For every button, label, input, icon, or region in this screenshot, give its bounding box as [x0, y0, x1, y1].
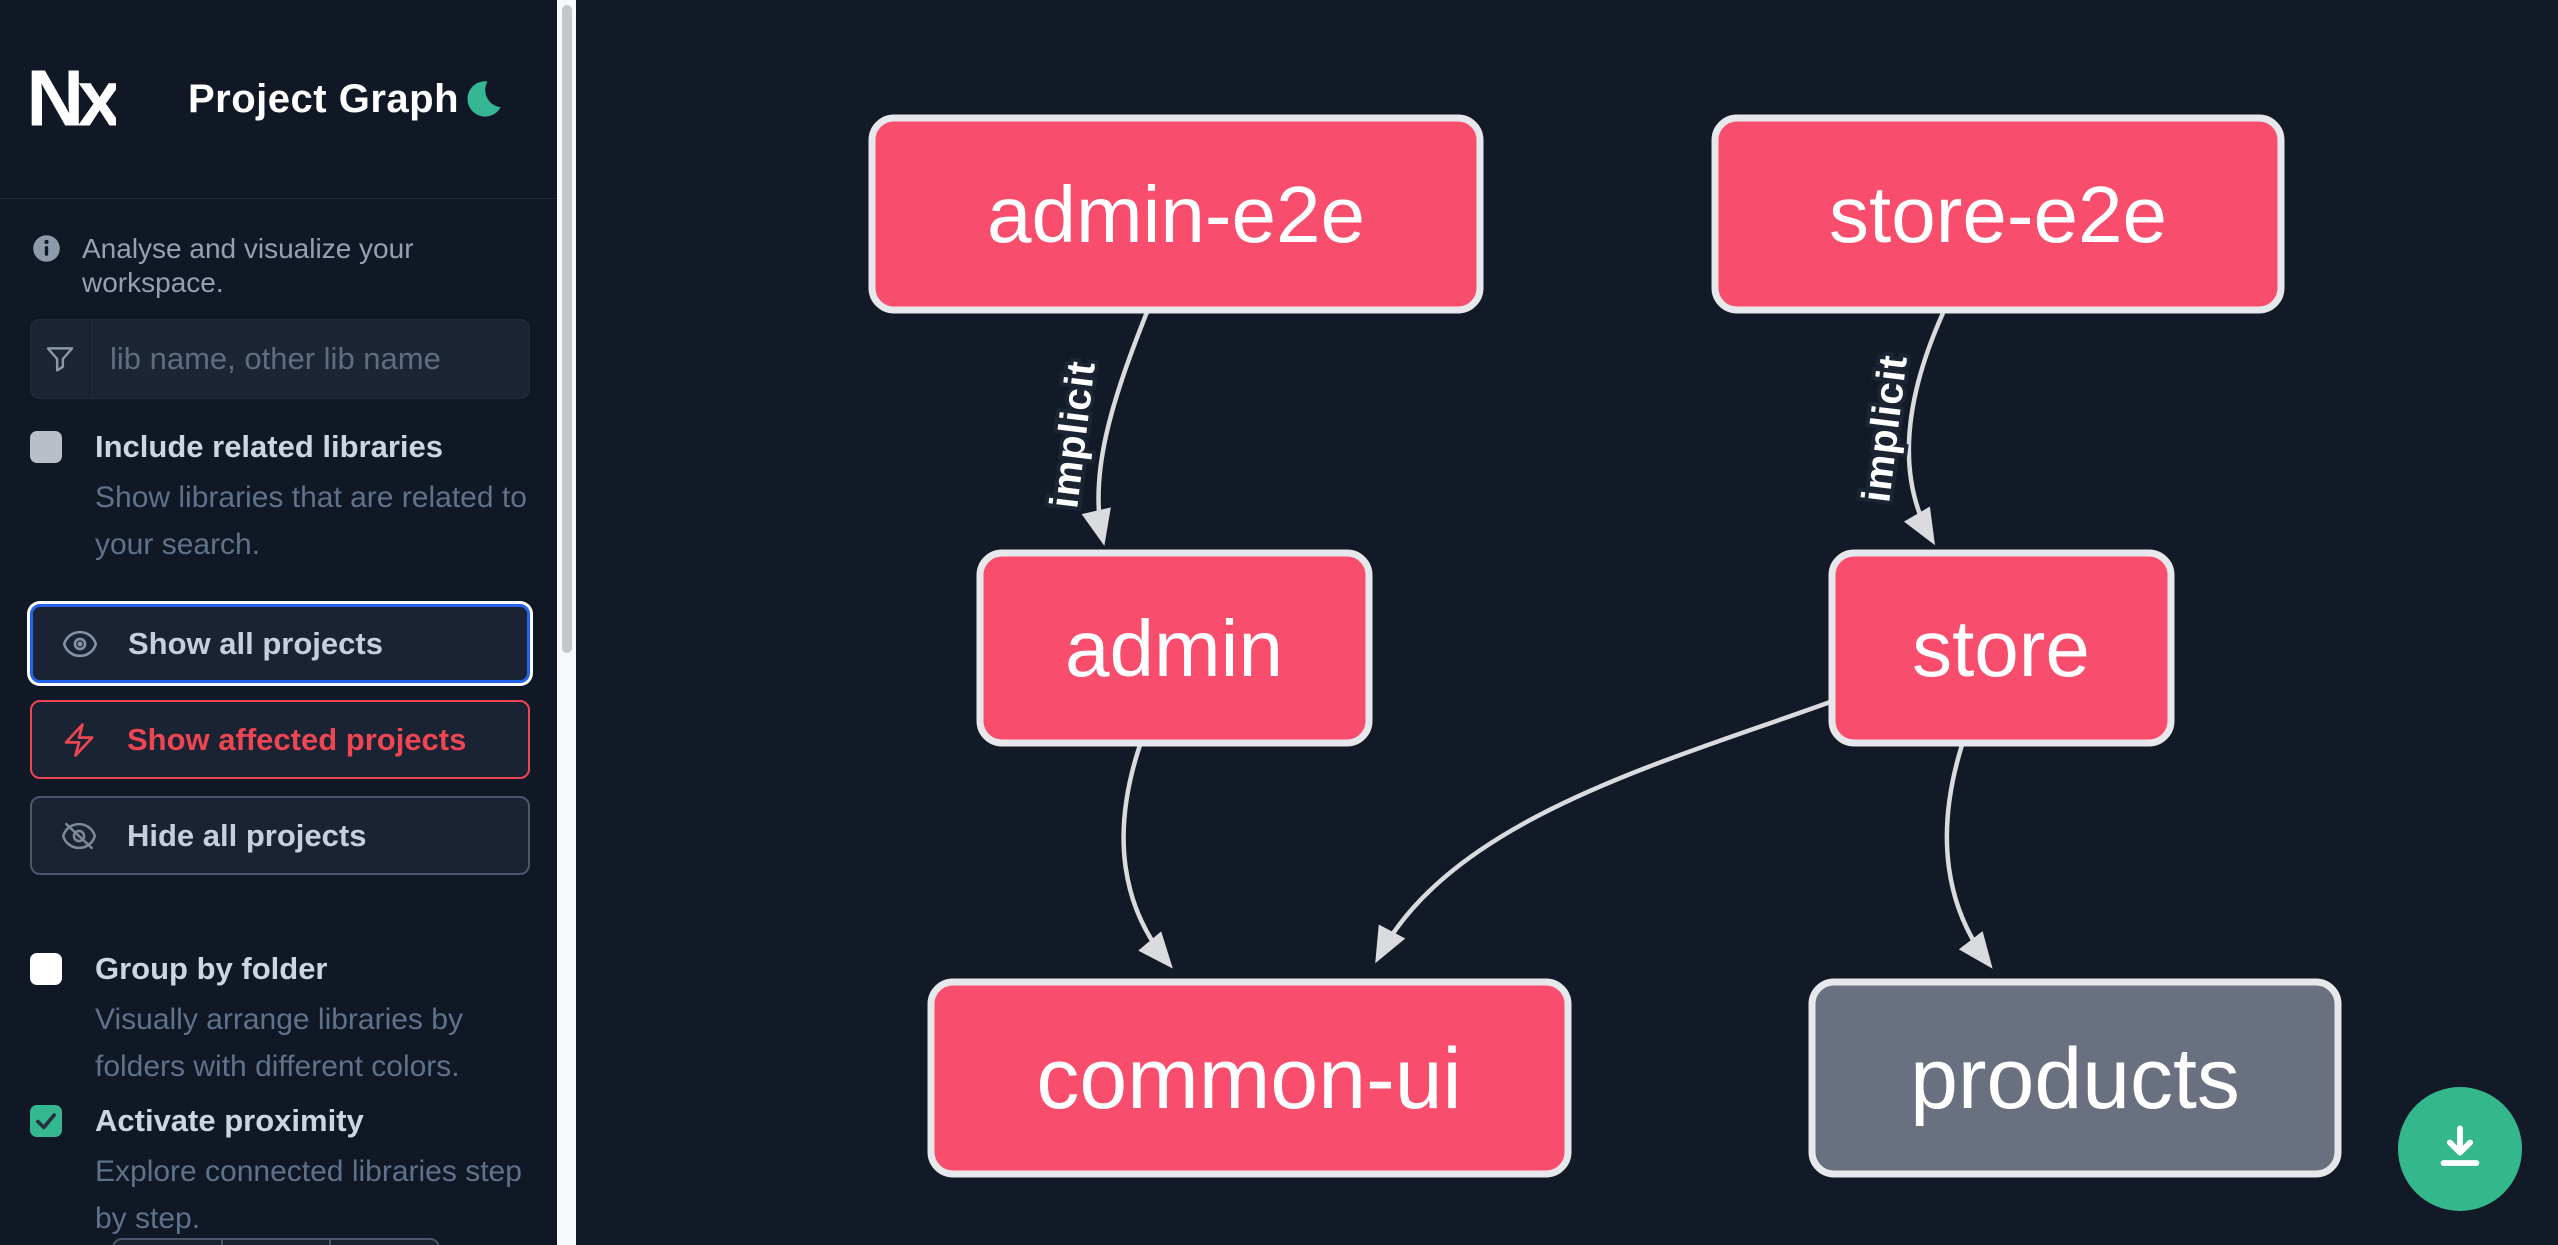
download-image-button[interactable]	[2398, 1087, 2522, 1211]
svg-text:common-ui: common-ui	[1036, 1031, 1461, 1127]
stepper-segment[interactable]	[220, 1240, 330, 1245]
option-description: Visually arrange libraries by folders wi…	[95, 1003, 463, 1083]
download-icon	[2440, 1125, 2480, 1166]
option-label: Activate proximity	[95, 1103, 364, 1138]
workspace-subtitle: Analyse and visualize your workspace.	[82, 233, 414, 298]
library-search-input[interactable]	[90, 320, 529, 398]
stepper-segment[interactable]	[114, 1240, 221, 1245]
sidebar: Nx Project Graph Analyse and visualize y…	[0, 0, 558, 1245]
option-description: Explore connected libraries step by step…	[95, 1155, 522, 1235]
edge-label-implicit: implicit	[1854, 352, 1916, 504]
svg-text:admin-e2e: admin-e2e	[987, 170, 1365, 259]
hide-all-projects-button[interactable]: Hide all projects	[30, 796, 530, 875]
option-label: Include related libraries	[95, 429, 444, 464]
bolt-icon	[64, 722, 94, 757]
option-description: Show libraries that are related to your …	[95, 481, 527, 561]
group-by-folder-checkbox[interactable]	[30, 953, 62, 985]
moon-icon	[467, 81, 501, 117]
button-label: Show affected projects	[127, 721, 467, 757]
info-icon	[33, 235, 60, 262]
proximity-stepper[interactable]	[112, 1238, 440, 1245]
library-filter-box	[30, 319, 530, 399]
svg-text:store-e2e: store-e2e	[1829, 170, 2167, 259]
graph-node-products[interactable]: products	[1808, 978, 2342, 1178]
page-title: Project Graph	[188, 76, 460, 121]
include-related-checkbox[interactable]	[30, 431, 62, 463]
nx-logo-icon: Nx	[30, 59, 116, 139]
graph-node-admin[interactable]: admin	[976, 549, 1373, 747]
dark-mode-toggle[interactable]	[462, 76, 508, 122]
edge-store-e2e-to-store[interactable]	[1903, 312, 1946, 546]
sidebar-header: Nx Project Graph	[0, 0, 558, 199]
graph-node-admin-e2e[interactable]: admin-e2e	[868, 114, 1484, 314]
button-label: Hide all projects	[127, 817, 367, 853]
button-label: Show all projects	[128, 625, 383, 661]
filter-funnel-icon	[46, 347, 74, 372]
graph-node-common-ui[interactable]: common-ui	[927, 978, 1572, 1178]
svg-text:admin: admin	[1065, 604, 1283, 693]
edge-store-to-common-ui[interactable]	[1375, 698, 1834, 964]
eye-icon	[62, 630, 98, 657]
edge-store-to-products[interactable]	[1944, 744, 1993, 969]
svg-text:products: products	[1910, 1031, 2240, 1127]
edge-admin-to-common-ui[interactable]	[1121, 744, 1173, 969]
stepper-segment[interactable]	[329, 1240, 438, 1245]
show-affected-projects-button[interactable]: Show affected projects	[30, 700, 530, 779]
edge-label-implicit: implicit	[1042, 358, 1104, 510]
sidebar-scrollbar-track[interactable]	[557, 0, 576, 1245]
workspace-info-row: Analyse and visualize your workspace.	[32, 232, 532, 300]
option-activate-proximity: Activate proximity Explore connected lib…	[30, 1102, 530, 1242]
graph-node-store[interactable]: store	[1828, 549, 2175, 747]
option-include-related: Include related libraries Show libraries…	[30, 428, 530, 568]
show-all-projects-button[interactable]: Show all projects	[30, 604, 530, 683]
check-icon	[36, 1113, 56, 1130]
option-label: Group by folder	[95, 951, 328, 986]
option-group-by-folder: Group by folder Visually arrange librari…	[30, 950, 530, 1090]
sidebar-scrollbar-thumb[interactable]	[562, 5, 572, 653]
graph-node-store-e2e[interactable]: store-e2e	[1711, 114, 2285, 314]
svg-text:store: store	[1912, 604, 2090, 693]
edge-admin-e2e-to-admin[interactable]	[1081, 311, 1150, 546]
filter-icon-cell	[31, 320, 90, 398]
svg-text:Nx: Nx	[30, 59, 116, 139]
activate-proximity-checkbox[interactable]	[30, 1105, 62, 1137]
eye-off-icon	[61, 822, 97, 849]
